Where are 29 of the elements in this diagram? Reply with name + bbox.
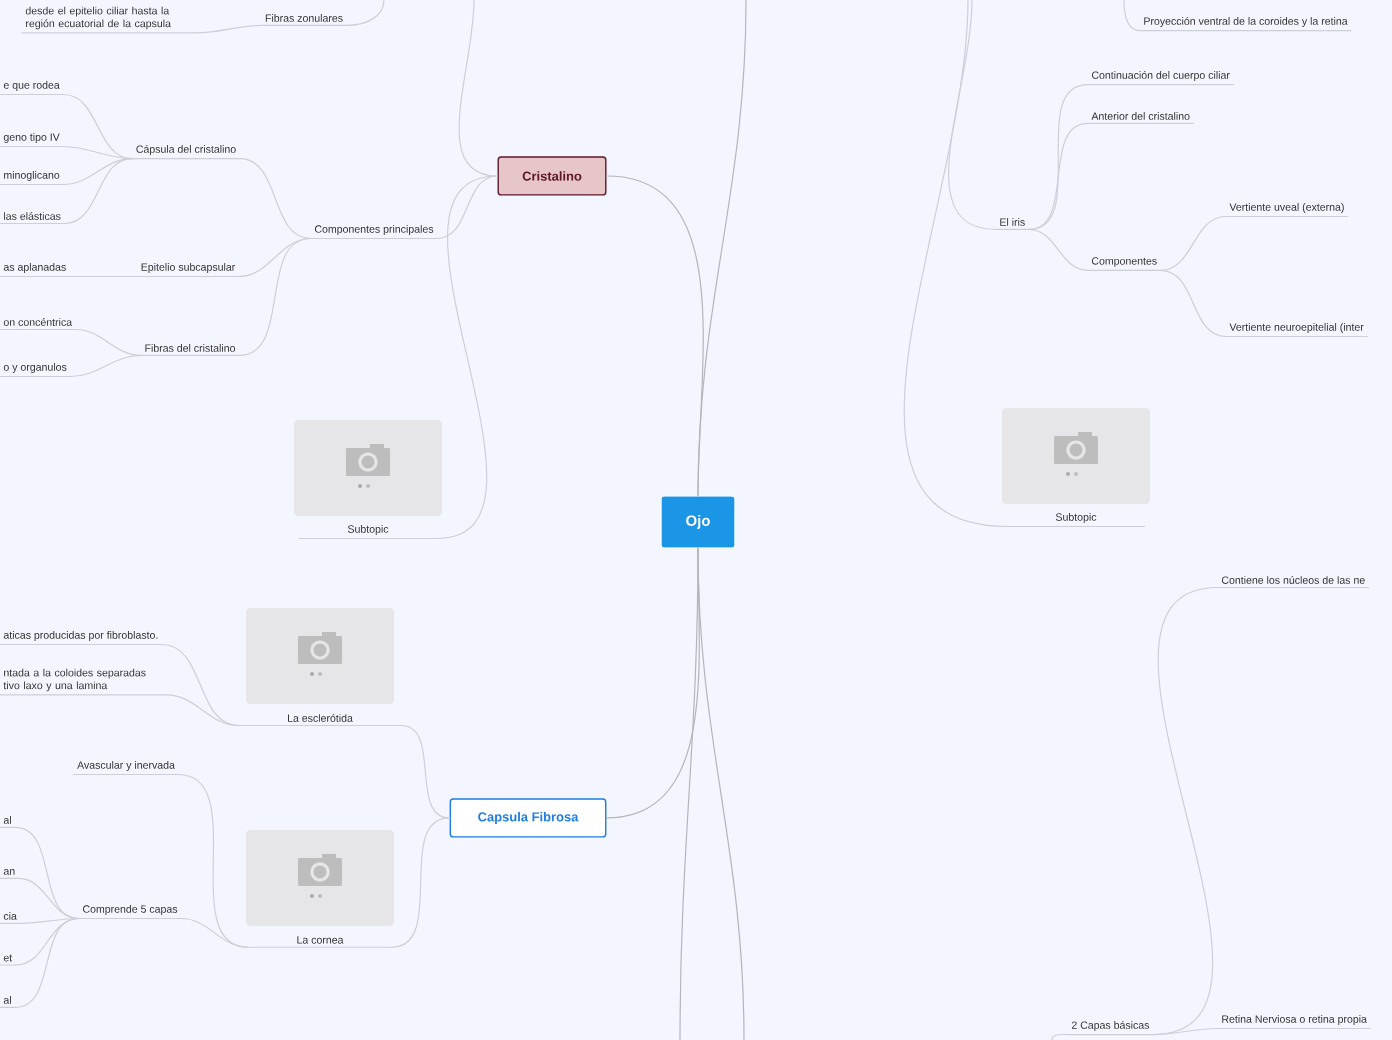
connector: [239, 157, 312, 240]
connector: [14, 917, 80, 1009]
connector: [1152, 1027, 1219, 1036]
connector: [697, 547, 745, 1040]
connector: [238, 237, 312, 357]
connector: [1123, 0, 1141, 32]
connector: [345, 0, 385, 27]
connector: [697, 0, 747, 497]
connector: [1159, 215, 1227, 271]
connector: [180, 917, 249, 948]
connector: [1028, 228, 1089, 271]
connector: [69, 354, 142, 378]
connector: [1051, 1033, 1069, 1040]
connector: [400, 724, 451, 819]
connector: [391, 817, 451, 948]
connector: [165, 694, 240, 727]
connector: [948, 0, 997, 231]
connector: [195, 24, 263, 34]
connector: [1159, 269, 1227, 338]
connector: [69, 275, 138, 278]
connector: [62, 93, 134, 160]
connector: [63, 157, 134, 225]
connector: [161, 643, 240, 727]
connector: [74, 328, 142, 357]
connector: [436, 175, 499, 540]
connector: [1152, 586, 1219, 1036]
connector: [17, 877, 80, 920]
connector: [904, 0, 1008, 528]
connector: [1028, 122, 1089, 231]
